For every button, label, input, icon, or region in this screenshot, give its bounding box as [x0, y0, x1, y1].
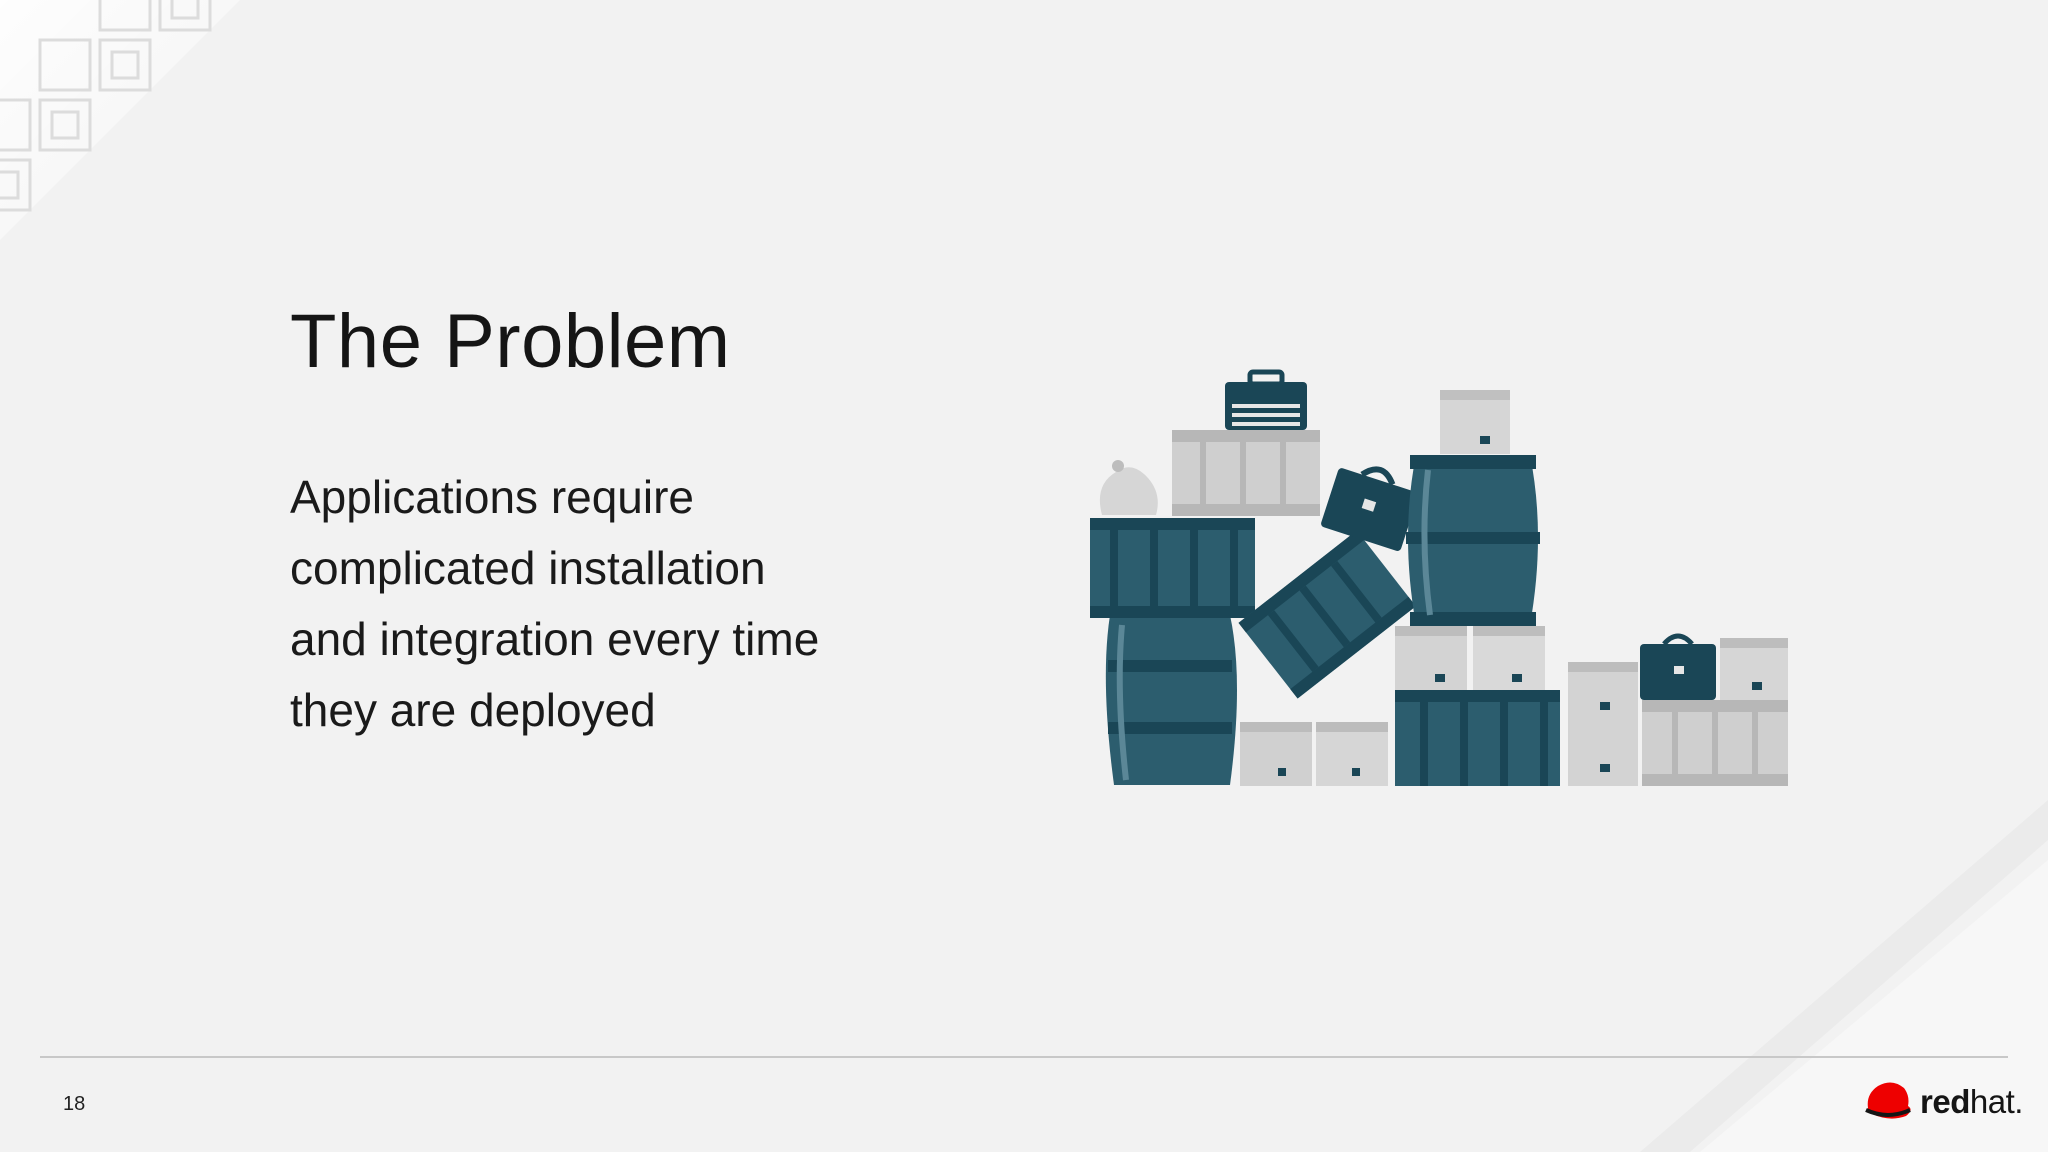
- barrels-and-boxes-illustration: [1090, 369, 1788, 786]
- toolbox-icon: [1225, 369, 1307, 430]
- grey-crate-icon: [1642, 700, 1788, 786]
- crate-icon: [1395, 690, 1560, 786]
- box-icon: [1440, 390, 1510, 454]
- briefcase-icon: [1321, 466, 1419, 551]
- body-line: Applications require: [290, 471, 695, 523]
- body-line: they are deployed: [290, 684, 656, 736]
- corner-pattern-icon: [0, 0, 240, 240]
- page-number: 18: [63, 1093, 86, 1115]
- body-line: and integration every time: [290, 613, 820, 665]
- tilted-crate-icon: [1238, 530, 1416, 699]
- box-icon: [1240, 722, 1388, 786]
- slide-body-text: Applications require complicated install…: [290, 462, 930, 746]
- box-icon: [1395, 626, 1545, 690]
- crate-icon: [1090, 518, 1255, 618]
- box-icon: [1720, 638, 1788, 700]
- box-icon: [1568, 662, 1638, 786]
- grey-crate-icon: [1172, 430, 1320, 516]
- redhat-wordmark: redhat.: [1920, 1083, 2023, 1120]
- barrel-icon: [1406, 455, 1540, 626]
- barrel-icon: [1105, 615, 1237, 785]
- body-line: complicated installation: [290, 542, 766, 594]
- slide-title: The Problem: [290, 299, 731, 384]
- briefcase-icon: [1640, 633, 1716, 700]
- footer-divider: [40, 1056, 2008, 1058]
- sack-icon: [1099, 460, 1158, 515]
- redhat-logo-icon: [1865, 1082, 1911, 1119]
